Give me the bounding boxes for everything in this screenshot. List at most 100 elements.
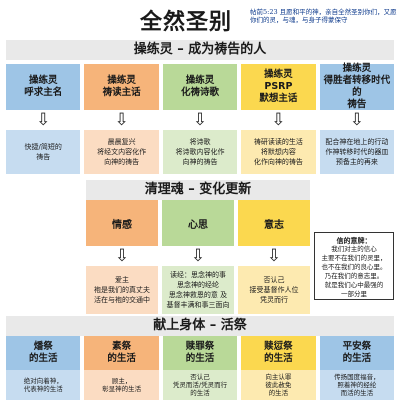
down-arrow-icon: ⇩	[190, 246, 206, 266]
cat-label: 的生活	[28, 353, 58, 364]
desc-line: 否认己	[263, 276, 285, 284]
desc-burnt-offering: 绝对向着神， 代表神的生活	[6, 370, 81, 400]
desc-line: 顾主，	[111, 377, 132, 385]
desc-line: 而活的生活	[340, 389, 374, 397]
desc-line: 作神转移时代的器皿	[325, 148, 389, 156]
note-title: 信的意牌：	[336, 236, 372, 245]
cat-trespass-offering: 赎愆祭 的生活	[241, 336, 316, 370]
desc-line: 爱主	[115, 276, 129, 284]
down-arrow-icon: ⇩	[192, 110, 208, 130]
down-arrow-icon: ⇩	[271, 110, 286, 130]
desc-line: 照着神的经纶	[337, 381, 377, 389]
desc-line: 的生活	[268, 389, 289, 397]
desc-line: 读经：思念神的事	[170, 271, 226, 279]
desc-line: 将经文内容化作	[97, 148, 147, 156]
cat-psrp: 操练灵 PSRP 默想主话	[241, 64, 316, 110]
cat-label: 素祭	[112, 341, 132, 352]
section3-banner: 献上身体 – 活祭	[6, 316, 394, 336]
cat-label: 操练灵	[28, 75, 58, 86]
note-line: 我们对主的信心	[331, 245, 377, 253]
cat-label: PSRP	[264, 81, 293, 92]
desc-line: 向神的祷告	[104, 158, 140, 166]
desc-line: 活在与袍的交通中	[94, 296, 150, 304]
desc-line: 将诗歌	[189, 138, 211, 146]
desc-line: 的生活	[190, 389, 210, 397]
note-line: 就是我们心中最强的	[324, 281, 384, 289]
desc-line: 快捷/简短的	[24, 143, 62, 151]
desc-line: 凭灵而活/凭灵而行	[172, 381, 228, 389]
desc-call-name: 快捷/简短的 祷告	[6, 130, 81, 174]
desc-line: 否认己	[190, 373, 210, 381]
desc-line: 将默想内容	[260, 148, 296, 156]
cat-label: 的生活	[185, 353, 215, 364]
cat-label: 操练灵	[185, 75, 215, 86]
note-line: 主要不在我们的灵里，	[321, 254, 387, 262]
cat-label: 祷告	[347, 99, 367, 110]
desc-meal-offering: 顾主， 彰显神的生活	[84, 370, 159, 400]
desc-line: 思念神救恩的意 及	[168, 291, 228, 299]
cat-label: 的生活	[107, 353, 136, 364]
faith-note: 信的意牌： 我们对主的信心 主要不在我们的灵里， 也不在我们的良心里。 乃在我们…	[314, 232, 394, 300]
desc-line: 将诗歌内容化作	[175, 148, 225, 156]
cat-mind: 心思	[162, 200, 234, 246]
section2-descriptions: 爱主 袍是我们的真丈夫 活在与袍的交通中 读经：思念神的事 思念神的经纶 思念神…	[86, 266, 310, 314]
desc-line: 配合神在地上的行动	[325, 138, 389, 146]
cat-label: 操练灵	[342, 63, 372, 74]
desc-line: 祷告	[36, 153, 51, 161]
down-arrow-icon: ⇩	[266, 246, 282, 266]
desc-line: 预备主的再来	[335, 158, 378, 166]
section1-descriptions: 快捷/简短的 祷告 晨晨复兴 将经文内容化作 向神的祷告 将诗歌 将诗歌内容化作…	[6, 130, 395, 174]
cat-will: 意志	[238, 200, 310, 246]
page-title: 全然圣别	[140, 10, 233, 35]
desc-line: 祷研读读的生活	[253, 138, 303, 146]
desc-line: 晨晨复兴	[107, 138, 136, 146]
desc-line: 彰显神的生活	[102, 385, 142, 393]
note-line: 也不在我们的良心里。	[321, 263, 387, 271]
desc-sin-offering: 否认己 凭灵而活/凭灵而行 的生活	[162, 370, 238, 400]
desc-line: 传扬国度福音，	[334, 373, 380, 381]
cat-call-name: 操练灵 呼求主名	[6, 64, 81, 110]
cat-label: 平安祭	[342, 341, 372, 352]
cat-label: 默想主话	[259, 93, 298, 104]
section2-categories: 情感 心思 意志	[86, 200, 310, 246]
cat-hymn-prayer: 操练灵 化祷诗歌	[162, 64, 238, 110]
desc-line: 绝对向着神，	[23, 377, 63, 385]
cat-label: 呼求主名	[24, 87, 63, 98]
section3-descriptions: 绝对向着神， 代表神的生活 顾主， 彰显神的生活 否认己 凭灵而活/凭灵而行 的…	[6, 370, 395, 400]
cat-label: 燔祭	[33, 341, 53, 352]
section2-banner: 清理魂 – 变化更新	[86, 180, 310, 200]
verse-reference: 帖前5:23 且愿和平的神，亲自全然圣别你们，又愿你们的灵，与魂，与身子得蒙保守	[250, 8, 397, 25]
section1-categories: 操练灵 呼求主名 操练灵 祷读主话 操练灵 化祷诗歌 操练灵 PSRP 默想主话…	[6, 63, 395, 110]
desc-line: 代表神的生活	[23, 385, 63, 393]
desc-line: 向神的祷告	[182, 158, 218, 166]
desc-trespass-offering: 向主认罪 彼此赦免 的生活	[241, 370, 316, 400]
desc-pray-read: 晨晨复兴 将经文内容化作 向神的祷告	[84, 130, 159, 174]
section1-banner: 操练灵 – 成为祷告的人	[6, 40, 394, 60]
cat-label: 操练灵	[107, 75, 136, 86]
cat-label: 的生活	[264, 353, 293, 364]
cat-label: 得胜者转移时代的	[323, 75, 391, 98]
desc-line: 化作向神的祷告	[253, 158, 303, 166]
desc-line: 接受基督作人位	[249, 286, 299, 294]
section2-arrows: ⇩ ⇩ ⇩	[86, 246, 310, 266]
down-arrow-icon: ⇩	[349, 110, 364, 130]
desc-psrp: 祷研读读的生活 将默想内容 化作向神的祷告	[241, 130, 316, 174]
cat-meal-offering: 素祭 的生活	[84, 336, 159, 370]
section3-categories: 燔祭 的生活 素祭 的生活 赎罪祭 的生活 赎愆祭 的生活 平安祭 的生活	[6, 336, 395, 370]
cat-emotion: 情感	[86, 200, 158, 246]
desc-mind: 读经：思念神的事 思念神的经纶 思念神救恩的意 及 基督丰满和事三面向	[162, 266, 234, 314]
section1-arrows: ⇩ ⇩ ⇩ ⇩ ⇩	[6, 110, 394, 130]
desc-peace-offering: 传扬国度福音， 照着神的经纶 而活的生活	[319, 370, 395, 400]
cat-label: 操练灵	[264, 69, 293, 80]
cat-overcomer-prayer: 操练灵 得胜者转移时代的 祷告	[319, 63, 395, 110]
down-arrow-icon: ⇩	[114, 246, 130, 266]
desc-will: 否认己 接受基督作人位 凭灵而行	[238, 266, 310, 314]
desc-line: 思念神的经纶	[177, 281, 219, 289]
desc-emotion: 爱主 袍是我们的真丈夫 活在与袍的交通中	[86, 266, 158, 314]
down-arrow-icon: ⇩	[36, 110, 51, 130]
desc-hymn-prayer: 将诗歌 将诗歌内容化作 向神的祷告	[162, 130, 238, 174]
desc-line: 凭灵而行	[260, 296, 288, 304]
cat-label: 的生活	[342, 353, 372, 364]
desc-overcomer-prayer: 配合神在地上的行动 作神转移时代的器皿 预备主的再来	[319, 130, 395, 174]
cat-peace-offering: 平安祭 的生活	[319, 336, 395, 370]
